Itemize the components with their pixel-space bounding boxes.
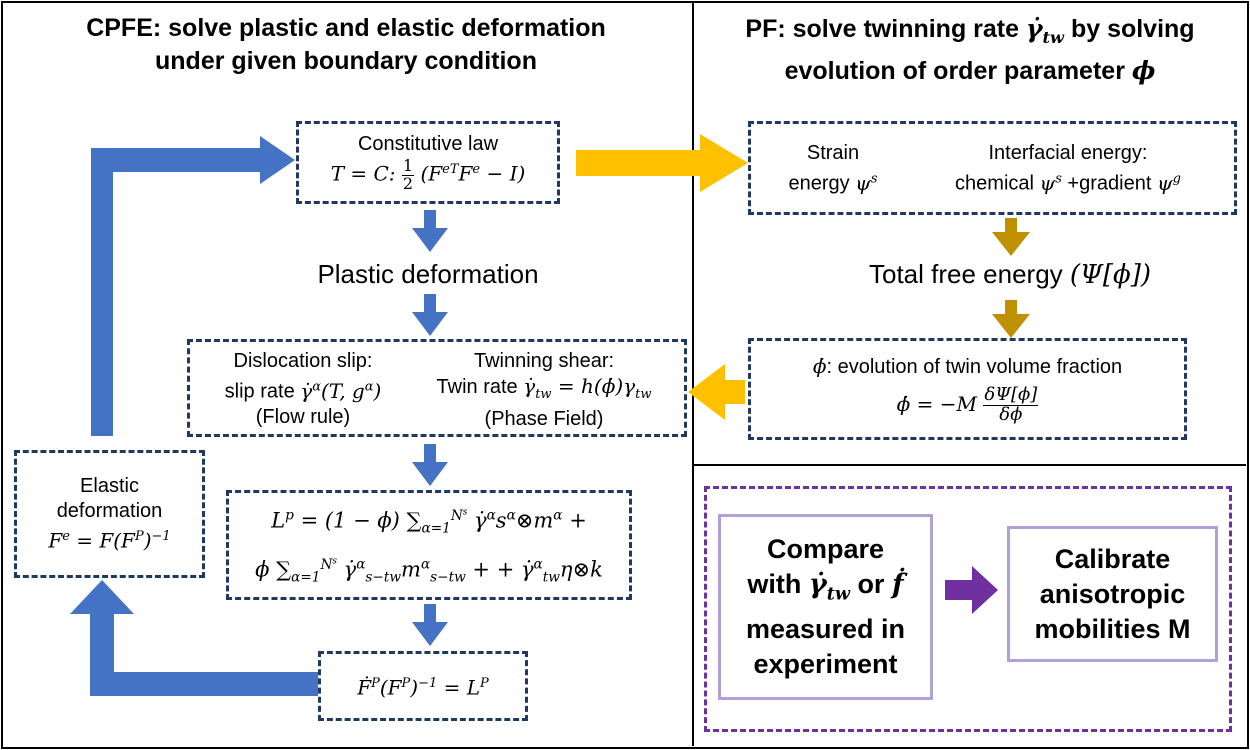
compare-twin-rate: γ̇tw [808,568,850,605]
calibrate-box: Calibrate anisotropic mobilities M [1007,526,1218,662]
twin-rate-symbol: γ̇tw [1025,14,1064,47]
compare-or: or [849,568,892,599]
phi-dot-symbol: ϕ̇ [812,353,827,378]
loop-arrow-bottom [70,580,318,696]
plastic-gradient-box: ḞP(FP)−1 = LP [318,651,528,721]
cpfe-heading-line2: under given boundary condition [155,47,537,75]
slip-rate-label: slip rate [224,380,301,403]
pf-down-arrow-2 [992,300,1030,338]
compare-box: Compare with γ̇tw or ḟ measured in exper… [718,514,933,700]
panel-divider-vertical [692,2,694,746]
pf-heading-line2a: evolution of order parameter [784,57,1132,85]
phase-field-label: (Phase Field) [484,408,604,430]
twinning-shear-title: Twinning shear: [473,350,615,372]
pf-heading: PF: solve twinning rate γ̇tw by solving … [696,12,1244,88]
chemical-label: chemical [955,172,1040,195]
strain-energy-line2: energy [788,172,856,195]
flow-rule-label: (Flow rule) [255,405,351,428]
slip-rate-equation: γ̇α(T, gα) [300,378,382,403]
elastic-deformation-box: Elastic deformation Fe = F(FP)−1 [14,450,205,578]
compare-with: with [747,568,809,599]
elastic-equation: Fe = F(FP)−1 [48,528,171,553]
gradient-label: +gradient [1061,172,1157,195]
gradient-energy-symbol: ψg [1156,170,1181,195]
velocity-gradient-line1: Lp = (1 − ϕ) ∑α=1Ns γ̇αsα⊗mα + [271,507,587,537]
evolution-box: ϕ̇: evolution of twin volume fraction ϕ̇… [748,338,1187,440]
chemical-energy-symbol: ψs [1039,170,1062,195]
twin-rate-label: Twin rate [436,376,524,398]
strain-energy-line1: Strain [806,142,860,164]
plastic-deformation-label: Plastic deformation [317,259,539,289]
evolution-equation: ϕ̇ = −M δΨ[ϕ]δϕ [896,383,1039,425]
elastic-line2: deformation [56,500,163,523]
gold-arrow-right [576,134,748,192]
panel-divider-horizontal [693,464,1246,466]
pf-down-arrow-1 [992,218,1030,256]
evolution-text: : evolution of twin volume fraction [826,355,1123,378]
phi-symbol: ϕ [1131,56,1156,85]
purple-arrow [945,566,998,614]
down-arrow-2 [412,294,448,336]
twin-rate-equation: γ̇tw = h(ϕ̇)γtw [523,374,652,402]
gold-arrow-left [688,364,745,420]
interfacial-energy-title: Interfacial energy: [988,142,1148,164]
down-arrow-3 [412,444,448,486]
velocity-gradient-box: Lp = (1 − ϕ) ∑α=1Ns γ̇αsα⊗mα + ϕ ∑α=1Ns … [226,490,632,600]
compare-line3: measured in [745,614,906,645]
down-arrow-1 [412,210,448,252]
elastic-line1: Elastic [80,475,139,498]
pf-heading-line1a: PF: solve twinning rate [745,15,1026,43]
calibrate-line3: mobilities M [1034,613,1191,644]
pf-heading-line1b: by solving [1064,15,1195,43]
compare-f-dot: ḟ [891,568,904,600]
strain-energy-symbol: ψs [855,170,878,195]
calibrate-line1: Calibrate [1054,543,1171,574]
constitutive-law-label: Constitutive law [357,133,499,156]
plastic-gradient-equation: ḞP(FP)−1 = LP [357,675,489,700]
loop-arrow-up [91,136,295,436]
velocity-gradient-line2: ϕ ∑α=1Ns γ̇αs−twmαs−tw + + γ̇αtwη⊗k [255,556,603,586]
cpfe-heading: CPFE: solve plastic and elastic deformat… [6,12,686,78]
calibration-panel [704,486,1232,732]
down-arrow-4 [412,604,448,646]
cpfe-heading-line1: CPFE: solve plastic and elastic deformat… [86,14,606,42]
dislocation-slip-title: Dislocation slip: [233,350,373,372]
total-free-energy-label: Total free energy (Ψ[ϕ]) [869,259,1151,290]
energy-box: Strain energy ψs Interfacial energy: che… [748,121,1237,215]
compare-line1: Compare [766,533,885,564]
calibrate-line2: anisotropic [1039,578,1186,609]
compare-line4: experiment [753,649,898,680]
slip-twinning-box: Dislocation slip: slip rate γ̇α(T, gα) (… [187,339,687,437]
